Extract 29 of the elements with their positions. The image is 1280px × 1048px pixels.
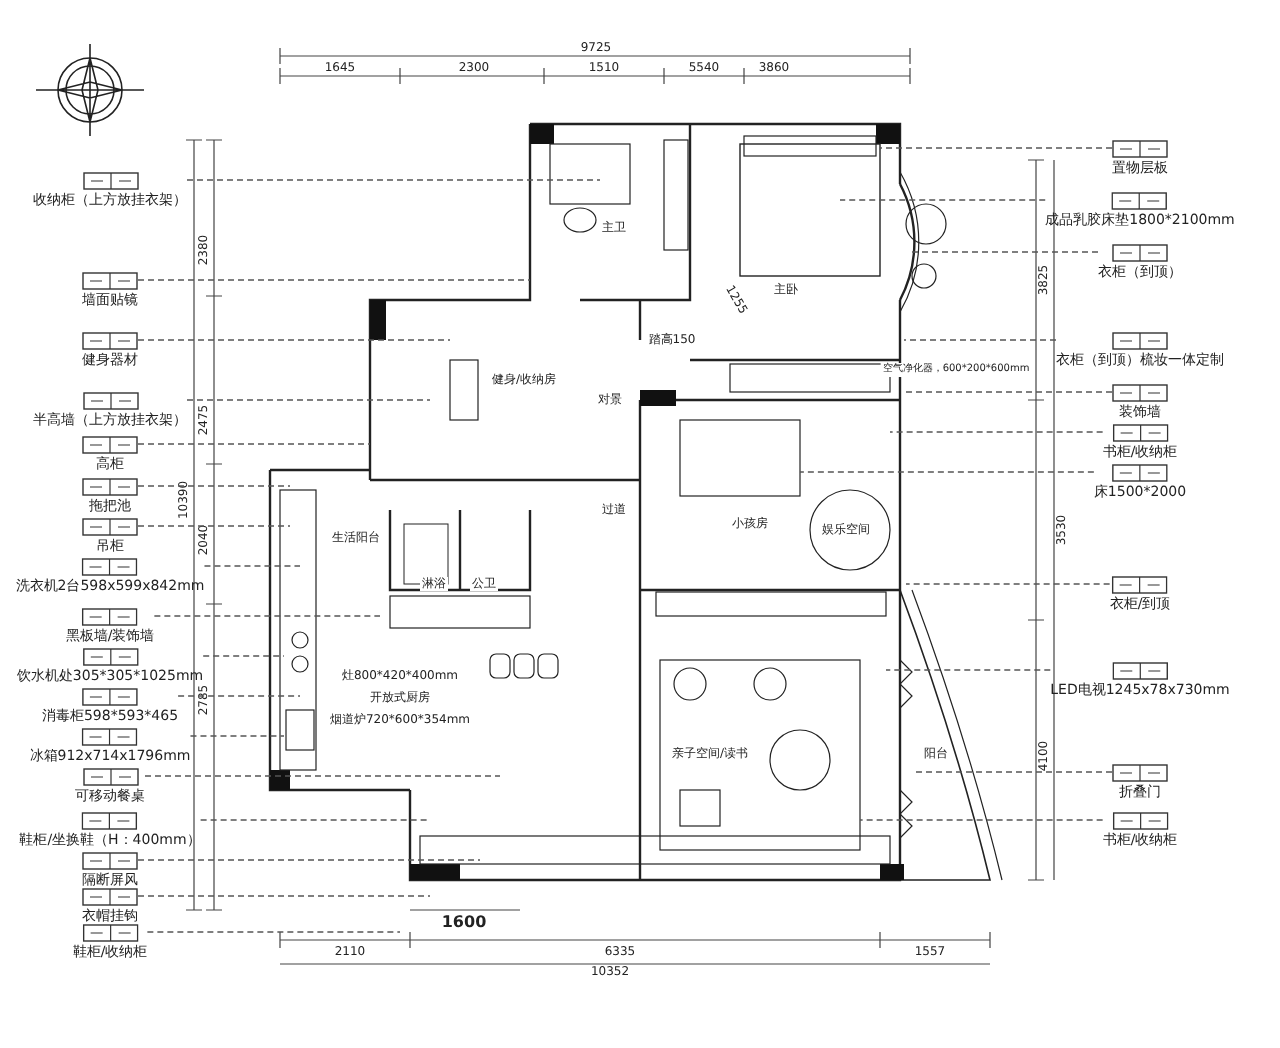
leader-line (859, 819, 1104, 821)
leader-line (202, 655, 285, 657)
leader-line (839, 199, 1046, 201)
leader-line (203, 565, 301, 567)
leader-line (799, 471, 1095, 473)
leader-line (909, 251, 1099, 253)
leader-line (911, 771, 1113, 773)
leader-line (137, 485, 291, 487)
leader-line (905, 583, 1111, 585)
leader-line (199, 819, 431, 821)
leader-line (137, 443, 371, 445)
leader-line (137, 859, 481, 861)
leader-line (186, 179, 601, 181)
leader-line (889, 431, 1104, 433)
leader-line (137, 339, 451, 341)
leader-line (137, 895, 431, 897)
leader-line (885, 669, 1051, 671)
leader-line (153, 615, 381, 617)
leader-line (144, 775, 501, 777)
leader-line (879, 147, 1113, 149)
leader-line (146, 931, 401, 933)
leader-line (137, 525, 291, 527)
leader-line (177, 695, 301, 697)
dimension-text: 1600 (439, 915, 489, 929)
leader-line (189, 735, 285, 737)
leader-line (903, 391, 1113, 393)
leader-line (186, 399, 431, 401)
leader-line (903, 339, 1057, 341)
leader-line (137, 279, 531, 281)
